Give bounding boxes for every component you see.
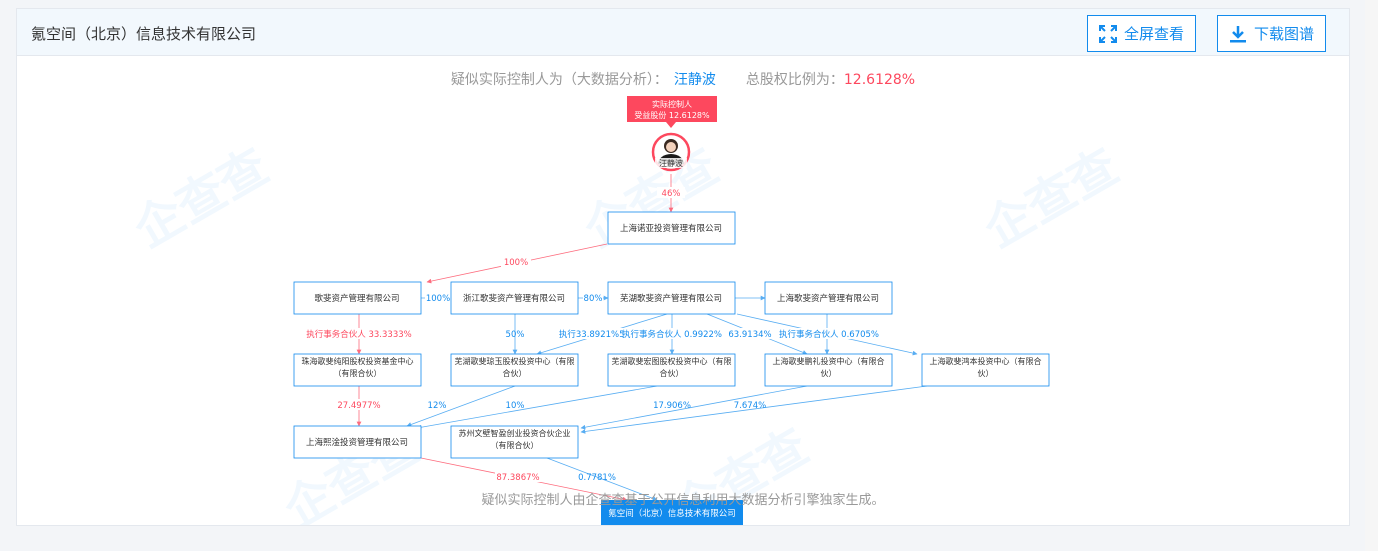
edge-label: 0.7781%: [578, 473, 616, 483]
node-wuhu-hy[interactable]: 芜湖歌斐宏图股权投资中心（有限合伙）: [607, 353, 736, 387]
node-label: 上海诺亚投资管理有限公司: [620, 223, 722, 234]
edge-label: 执行33.8921%: [559, 329, 619, 340]
edge-label: 执行事务合伙人 0.9922%: [622, 329, 722, 340]
person-avatar[interactable]: 汪静波: [651, 132, 691, 172]
controller-badge: 实际控制人 受益股份 12.6128%: [627, 96, 717, 128]
node-zhuhai[interactable]: 珠海歌斐纯阳股权投资基金中心（有限合伙）: [293, 353, 422, 387]
node-label: 苏州文壁智盈创业投资合伙企业（有限合伙）: [458, 429, 571, 450]
edge-label: 46%: [662, 189, 681, 199]
edge-label: 执行事务合伙人 0.6705%: [779, 329, 879, 340]
edge-label: 10%: [506, 401, 525, 411]
node-label: 氪空间（北京）信息技术有限公司: [608, 508, 736, 519]
node-label: 芜湖歌斐宏图股权投资中心（有限合伙）: [611, 357, 732, 378]
download-button[interactable]: 下载图谱: [1217, 15, 1326, 52]
controller-summary: 疑似实际控制人为（大数据分析）： 汪静波 总股权比例为：12.6128%: [17, 69, 1349, 89]
node-gejing[interactable]: 歌斐资产管理有限公司: [293, 281, 422, 315]
edge-line: [416, 385, 658, 430]
edge-label: 63.9134%: [728, 330, 771, 340]
edge-label: 80%: [584, 294, 603, 304]
download-label: 下载图谱: [1254, 25, 1315, 43]
node-wuhu-jy[interactable]: 芜湖歌斐琼玉股权投资中心（有限合伙）: [450, 353, 579, 387]
fullscreen-icon: [1099, 24, 1117, 43]
node-label: 浙江歌斐资产管理有限公司: [463, 293, 565, 304]
edge-line: [580, 385, 808, 430]
edge-label: 100%: [504, 258, 528, 268]
node-label: 上海歌斐鸿本投资中心（有限合伙）: [929, 357, 1042, 378]
footer-note: 疑似实际控制人由企查查基于公开信息利用大数据分析引擎独家生成。: [481, 493, 885, 508]
summary-prefix: 疑似实际控制人为（大数据分析）：: [450, 72, 668, 88]
node-target[interactable]: 氪空间（北京）信息技术有限公司: [601, 500, 743, 526]
scrollbar[interactable]: [1365, 0, 1378, 551]
edge-label: 12%: [428, 401, 447, 411]
badge-line1: 实际控制人: [652, 99, 692, 109]
person-name: 汪静波: [659, 158, 683, 168]
badge-line2: 受益股份 12.6128%: [634, 110, 710, 120]
node-sh-pk[interactable]: 上海歌斐鹏礼投资中心（有限合伙）: [764, 353, 893, 387]
edge-label: 17.906%: [653, 401, 691, 411]
card-header: 氪空间（北京）信息技术有限公司 全屏查看 下载图谱: [17, 9, 1349, 56]
fullscreen-button[interactable]: 全屏查看: [1087, 15, 1196, 52]
node-label: 芜湖歌斐琼玉股权投资中心（有限合伙）: [454, 357, 575, 378]
node-label: 珠海歌斐纯阳股权投资基金中心（有限合伙）: [301, 357, 414, 378]
node-sh-hb[interactable]: 上海歌斐鸿本投资中心（有限合伙）: [921, 353, 1050, 387]
edge-label: 50%: [506, 330, 525, 340]
edge-label: 执行事务合伙人 33.3333%: [306, 329, 411, 340]
node-wuhu[interactable]: 芜湖歌斐资产管理有限公司: [607, 281, 736, 315]
node-label: 歌斐资产管理有限公司: [314, 293, 399, 304]
controller-name-link[interactable]: 汪静波: [673, 72, 716, 88]
edge-label: 5: [619, 330, 624, 340]
edge-line: [546, 457, 658, 501]
ratio-label: 总股权比例为：: [745, 72, 844, 88]
equity-chart: 46% 100% 100% 80% 执行事务合伙人 33.3333% 50% 执…: [293, 96, 1050, 526]
edge-label: 27.4977%: [337, 401, 380, 411]
edge-line: [580, 385, 928, 434]
edge-label: 87.3867%: [496, 473, 539, 483]
node-nuoya[interactable]: 上海诺亚投资管理有限公司: [607, 211, 736, 245]
fullscreen-label: 全屏查看: [1124, 25, 1185, 43]
equity-graph-card: 氪空间（北京）信息技术有限公司 全屏查看 下载图谱 疑似实际控制人为（大数据分析…: [16, 8, 1350, 526]
company-title: 氪空间（北京）信息技术有限公司: [31, 25, 257, 43]
node-label: 上海熙淦投资管理有限公司: [306, 437, 408, 448]
node-sh-xl[interactable]: 上海熙淦投资管理有限公司: [293, 425, 422, 459]
node-label: 芜湖歌斐资产管理有限公司: [620, 293, 722, 304]
edge-label: 100%: [426, 294, 450, 304]
node-shanghai-gf[interactable]: 上海歌斐资产管理有限公司: [764, 281, 893, 315]
edge-line: [406, 385, 516, 427]
node-label: 上海歌斐资产管理有限公司: [777, 293, 879, 304]
node-label: 上海歌斐鹏礼投资中心（有限合伙）: [772, 357, 885, 378]
ratio-value: 12.6128%: [843, 72, 916, 88]
node-suzhou[interactable]: 苏州文壁智盈创业投资合伙企业（有限合伙）: [450, 425, 579, 459]
edge-label: 7.674%: [734, 401, 766, 411]
node-zhejiang[interactable]: 浙江歌斐资产管理有限公司: [450, 281, 579, 315]
download-icon: [1230, 25, 1246, 42]
